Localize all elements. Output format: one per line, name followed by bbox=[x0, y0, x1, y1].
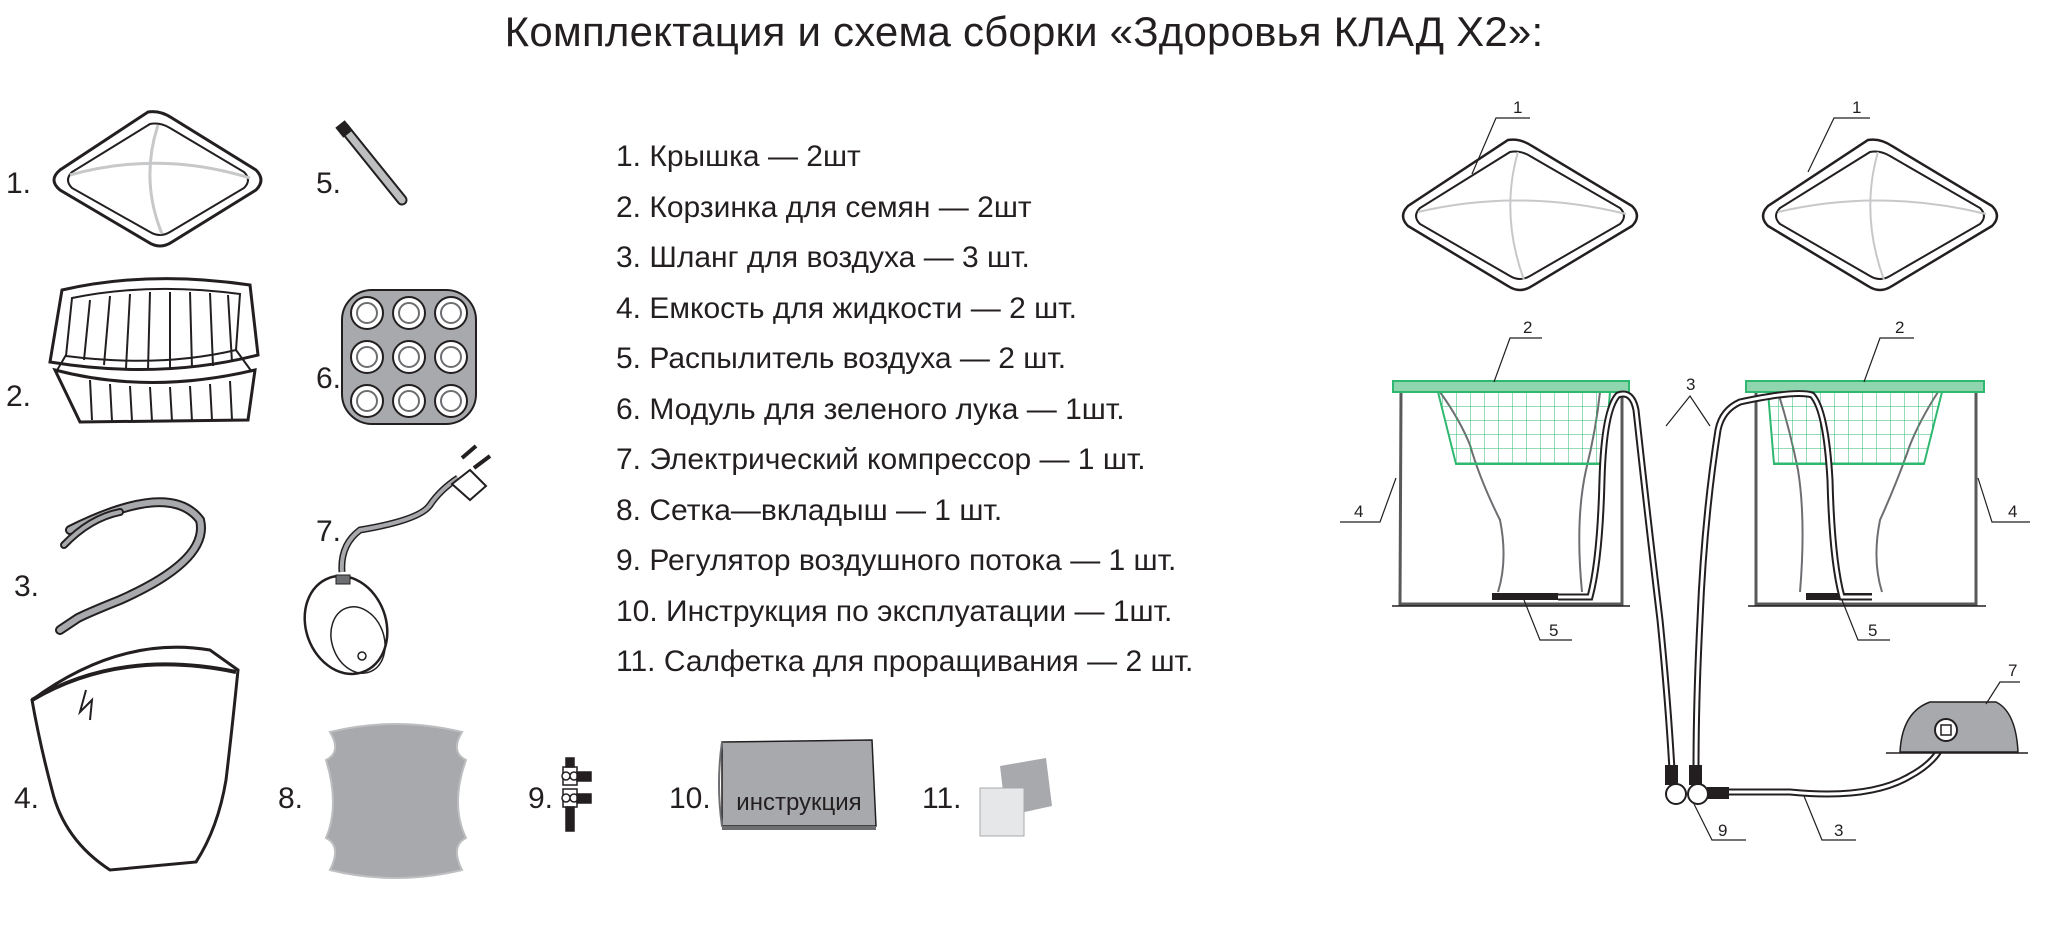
item-number-2: 2. bbox=[6, 380, 32, 413]
item-number-6: 6. bbox=[316, 362, 342, 395]
basket-illustration bbox=[48, 277, 260, 424]
callout-regulator: 9 bbox=[1718, 821, 1727, 840]
callout-lid-right: 1 bbox=[1852, 98, 1861, 117]
parts-list-item: 4. Емкость для жидкости — 2 шт. bbox=[616, 291, 1077, 325]
parts-list-item: 8. Сетка—вкладыш — 1 шт. bbox=[616, 493, 1003, 527]
assembly-diffuser-left bbox=[1492, 593, 1558, 600]
parts-list-item: 10. Инструкция по эксплуатации — 1шт. bbox=[616, 594, 1173, 628]
callout-hose-bottom: 3 bbox=[1834, 821, 1843, 840]
manual-illustration: инструкция bbox=[718, 739, 877, 830]
assembly-basket-left bbox=[1392, 380, 1630, 465]
napkins-illustration bbox=[979, 758, 1052, 837]
insert-mesh-illustration bbox=[324, 723, 468, 879]
lid-illustration bbox=[52, 110, 263, 248]
assembly-air-hoses bbox=[1558, 390, 1950, 798]
callout-basket-right: 2 bbox=[1895, 318, 1904, 337]
callout-leaders bbox=[1340, 117, 2030, 841]
parts-list-item: 3. Шланг для воздуха — 3 шт. bbox=[616, 241, 1030, 274]
parts-list-item: 1. Крышка — 2шт bbox=[616, 140, 861, 173]
item-number-4: 4. bbox=[14, 782, 40, 815]
callout-diffuser-left: 5 bbox=[1549, 621, 1558, 640]
callout-lid-left: 1 bbox=[1513, 98, 1522, 117]
parts-list-item: 7. Электрический компрессор — 1 шт. bbox=[616, 443, 1146, 476]
assembly-basket-right bbox=[1745, 380, 1985, 465]
callout-compressor: 7 bbox=[2008, 661, 2017, 680]
parts-list-item: 11. Салфетка для проращивания — 2 шт. bbox=[616, 645, 1194, 678]
manual-cover-label: инструкция bbox=[736, 789, 861, 816]
item-number-7: 7. bbox=[316, 515, 342, 548]
parts-list-item: 9. Регулятор воздушного потока — 1 шт. bbox=[616, 544, 1177, 577]
item-number-11: 11. bbox=[922, 782, 962, 815]
assembly-lid-right bbox=[1761, 138, 1999, 292]
air-hose-illustration bbox=[55, 497, 206, 635]
assembly-compressor bbox=[1886, 701, 2028, 754]
item-number-8: 8. bbox=[278, 782, 304, 815]
item-number-9: 9. bbox=[528, 782, 554, 815]
callout-diffuser-right: 5 bbox=[1868, 621, 1877, 640]
assembly-regulator bbox=[1665, 765, 1729, 805]
air-diffuser-illustration bbox=[335, 120, 408, 206]
callout-tank-left: 4 bbox=[1354, 502, 1363, 521]
item-number-3: 3. bbox=[14, 570, 40, 603]
item-number-10: 10. bbox=[669, 782, 711, 815]
callout-hose: 3 bbox=[1686, 375, 1695, 394]
compressor-illustration bbox=[303, 444, 492, 676]
parts-list: 1. Крышка — 2шт 2. Корзинка для семян — … bbox=[616, 132, 1193, 688]
flow-regulator-illustration bbox=[561, 757, 592, 832]
page-title: Комплектация и схема сборки «Здоровья КЛ… bbox=[504, 8, 1544, 55]
parts-list-item: 2. Корзинка для семян — 2шт bbox=[616, 190, 1032, 224]
assembly-lid-left bbox=[1401, 138, 1639, 292]
onion-module-illustration bbox=[341, 289, 477, 425]
callout-basket-left: 2 bbox=[1523, 318, 1532, 337]
parts-list-item: 5. Распылитель воздуха — 2 шт. bbox=[616, 342, 1067, 375]
item-number-5: 5. bbox=[316, 167, 342, 200]
callout-tank-right: 4 bbox=[2008, 502, 2017, 521]
item-number-1: 1. bbox=[6, 167, 32, 200]
liquid-tank-illustration bbox=[30, 645, 240, 872]
parts-list-item: 6. Модуль для зеленого лука — 1шт. bbox=[616, 392, 1125, 426]
